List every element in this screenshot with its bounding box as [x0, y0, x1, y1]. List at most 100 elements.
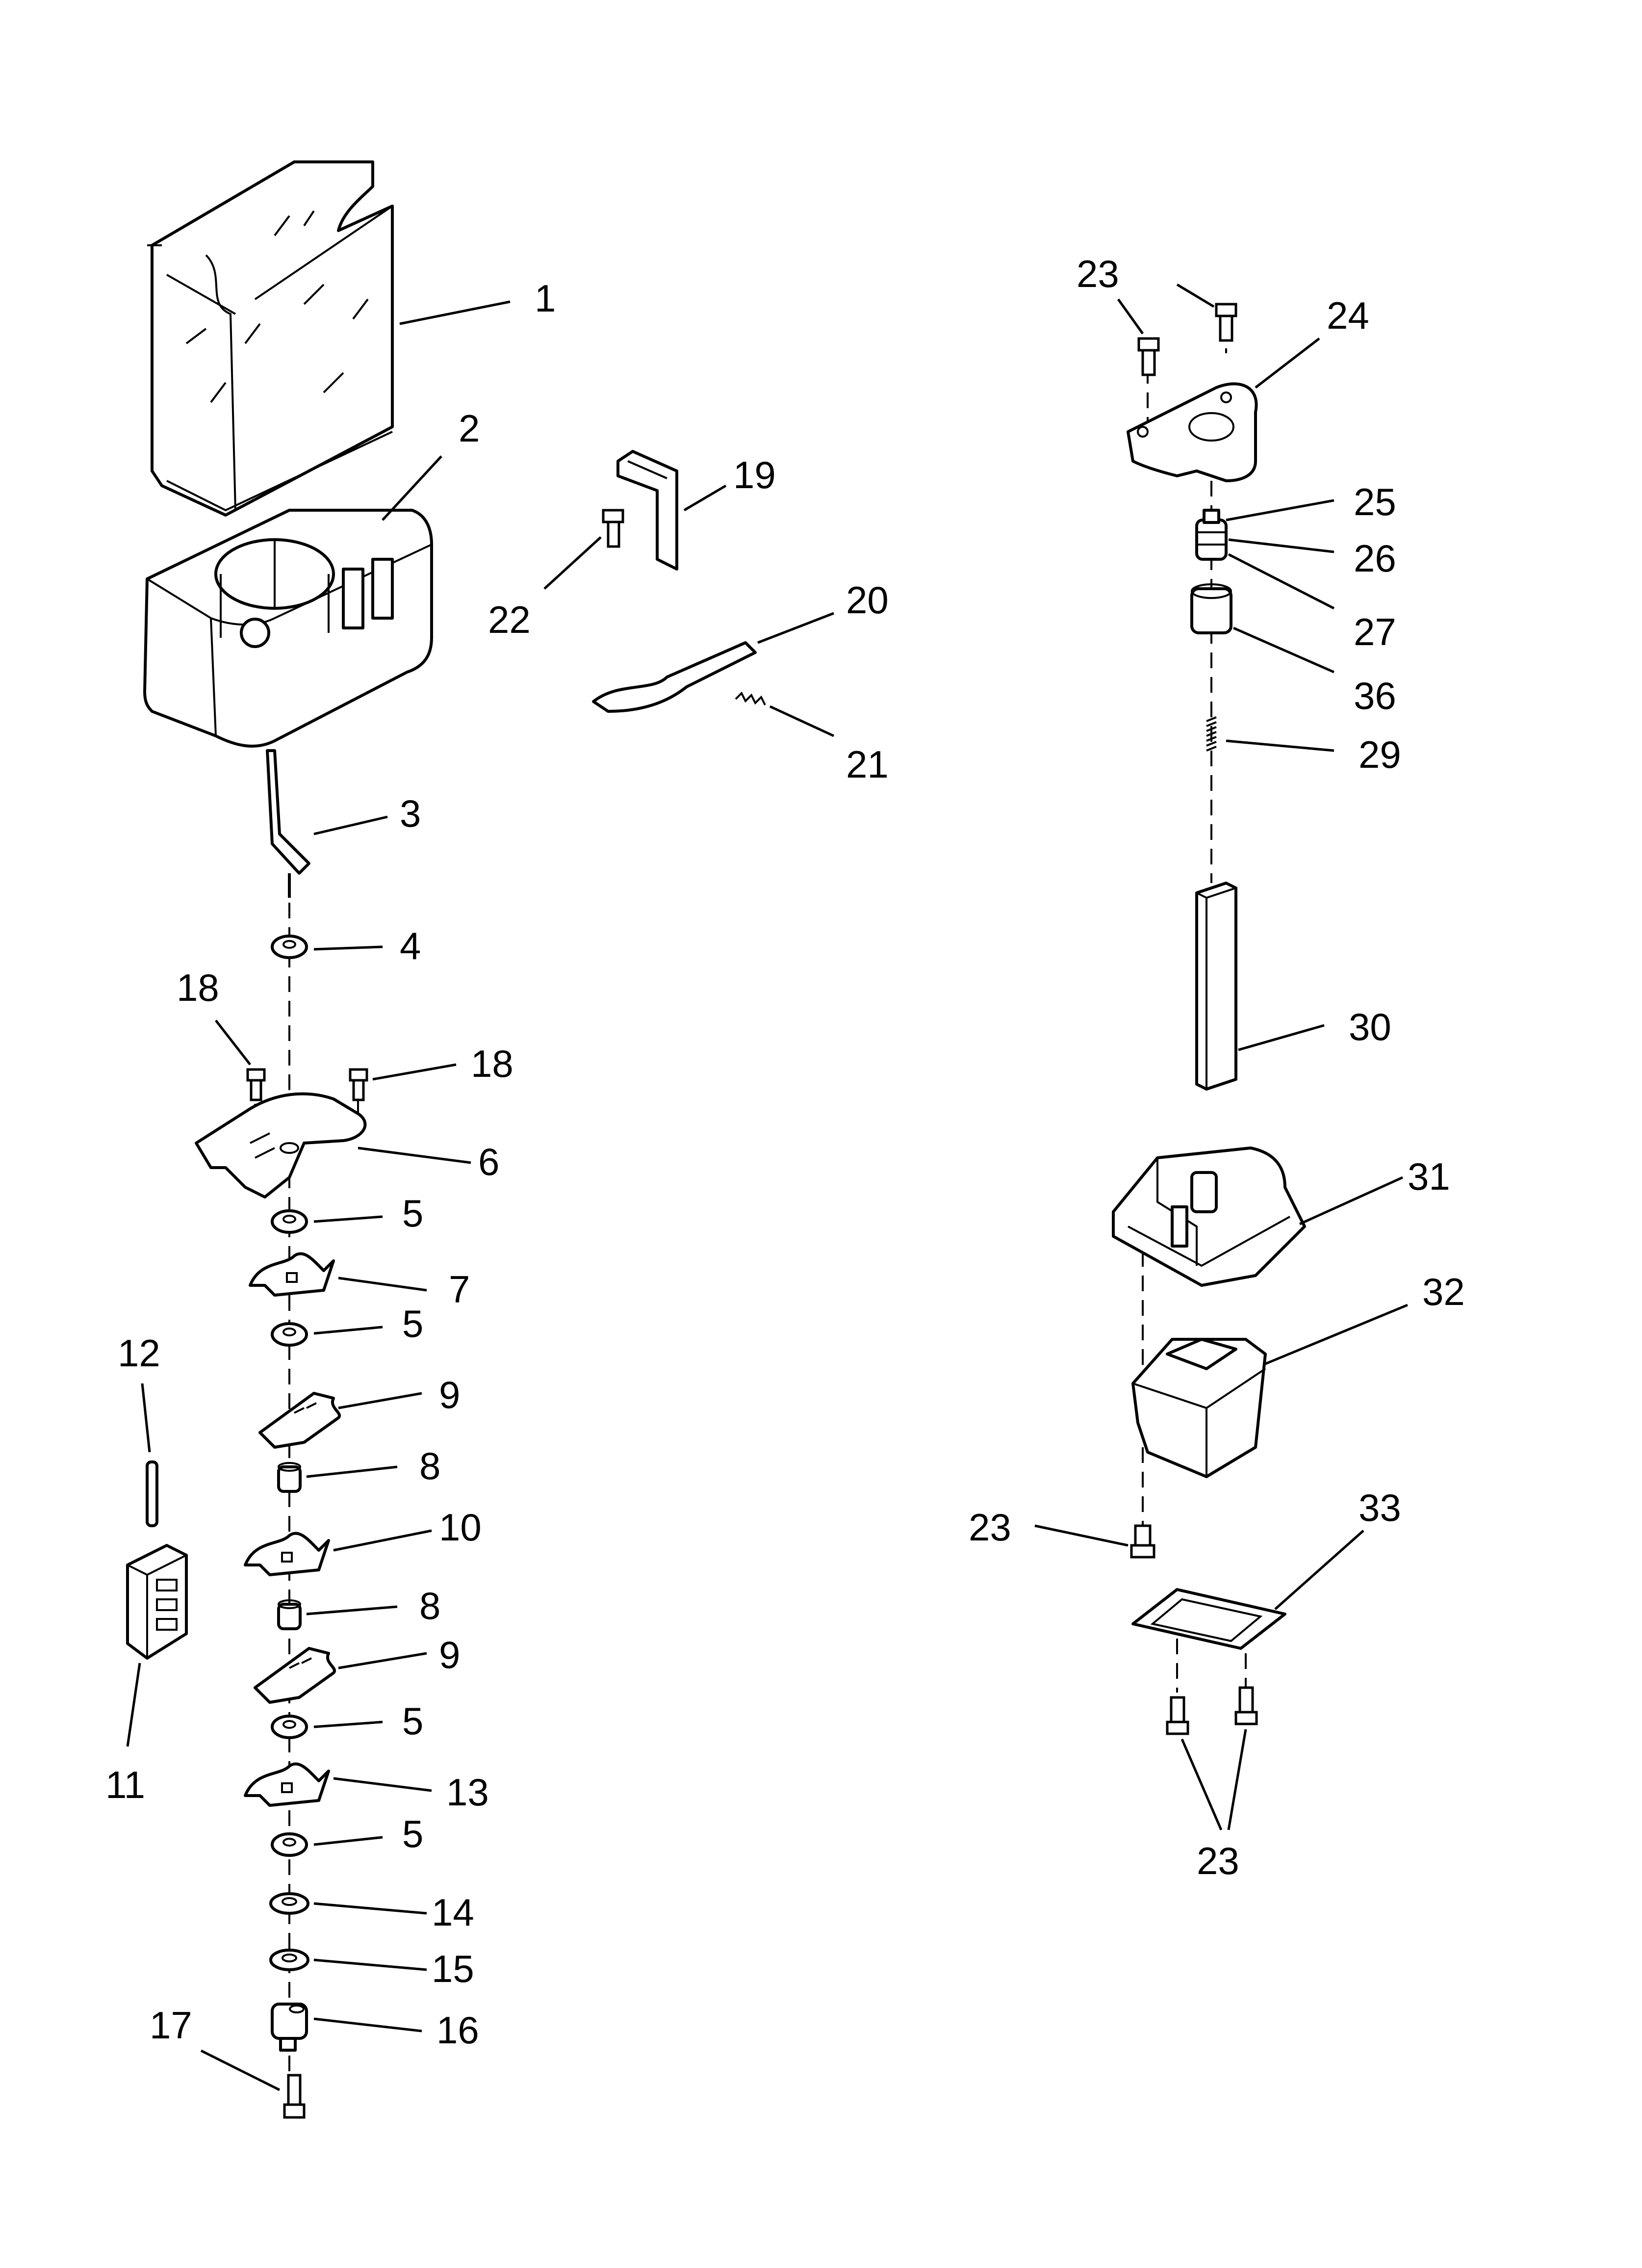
leader-2	[382, 455, 442, 521]
callout-6: 6	[478, 1140, 499, 1183]
callout-21: 21	[846, 743, 889, 786]
part-13-ejector-cam	[244, 1762, 330, 1807]
leader-5c	[313, 1721, 383, 1728]
callout-23b: 23	[969, 1506, 1011, 1549]
callout-27: 27	[1354, 610, 1396, 653]
callout-8a: 8	[419, 1444, 440, 1487]
leader-8a	[306, 1465, 398, 1478]
callout-8b: 8	[419, 1584, 440, 1627]
part-36-cup	[1190, 583, 1232, 634]
leader-9b	[338, 1652, 427, 1669]
callout-31: 31	[1408, 1155, 1450, 1198]
callout-32: 32	[1422, 1270, 1465, 1313]
leader-30	[1238, 1024, 1325, 1051]
leader-18a	[215, 1019, 251, 1066]
callout-1: 1	[535, 277, 556, 320]
part-12-pin	[146, 1460, 158, 1527]
leader-36	[1232, 626, 1335, 674]
part-25-27-valve-assembly	[1195, 509, 1228, 561]
callout-18a: 18	[177, 966, 219, 1009]
part-17-screw	[283, 2074, 306, 2119]
part-11-block	[126, 1544, 188, 1660]
leader-4	[313, 945, 383, 951]
callout-26: 26	[1354, 537, 1396, 580]
part-21-spring	[735, 691, 766, 705]
part-18-screw-right	[349, 1068, 368, 1101]
leader-11	[126, 1663, 141, 1747]
leader-24	[1255, 338, 1320, 389]
callout-18b: 18	[471, 1042, 513, 1085]
part-23-screw-bottom-left	[1166, 1696, 1189, 1735]
part-31-motor-housing	[1112, 1147, 1306, 1287]
callout-2: 2	[459, 407, 480, 450]
part-24-mounting-bracket	[1127, 382, 1258, 482]
part-15-washer	[269, 1949, 309, 1971]
callout-17: 17	[150, 2004, 192, 2047]
callout-25: 25	[1354, 480, 1396, 523]
part-19-bracket	[616, 450, 678, 571]
callout-22: 22	[488, 598, 531, 641]
callout-5a: 5	[402, 1192, 423, 1235]
callout-20: 20	[846, 578, 889, 622]
part-7-ejector-cam	[249, 1252, 335, 1297]
callout-5d: 5	[402, 1812, 423, 1855]
leader-23b	[1176, 283, 1215, 308]
callout-15: 15	[432, 1947, 474, 1990]
leader-23c	[1034, 1524, 1129, 1547]
leader-5d	[313, 1836, 383, 1846]
part-16-cap	[271, 2003, 308, 2052]
leader-5a	[313, 1215, 383, 1223]
callout-13: 13	[446, 1771, 489, 1814]
part-8-bushing-b	[277, 1599, 302, 1630]
leader-15	[313, 1958, 427, 1971]
callout-9b: 9	[439, 1633, 460, 1676]
leader-26	[1228, 538, 1334, 553]
part-33-gasket	[1131, 1588, 1286, 1650]
part-20-lever	[592, 641, 757, 713]
leader-20	[757, 612, 834, 644]
part-32-motor	[1131, 1338, 1267, 1478]
leader-13	[333, 1777, 432, 1792]
part-9-stripper-a	[258, 1392, 341, 1449]
leader-22	[543, 536, 602, 590]
leader-1	[399, 300, 511, 325]
part-4-washer	[271, 935, 308, 959]
part-6-mounting-plate	[195, 1092, 367, 1199]
leader-3	[313, 815, 388, 835]
part-18-screw-left	[246, 1068, 266, 1101]
callout-11: 11	[105, 1763, 145, 1806]
callout-10: 10	[439, 1506, 482, 1549]
callout-9a: 9	[439, 1373, 460, 1416]
leader-16	[313, 2017, 422, 2033]
part-29-spring	[1206, 716, 1217, 752]
leader-19	[683, 484, 727, 512]
part-3-drive-rod	[266, 749, 310, 898]
part-5-spacer-b	[271, 1322, 308, 1347]
leader-5b	[313, 1326, 383, 1335]
leader-18b	[372, 1063, 457, 1081]
part-23-screw-middle	[1130, 1524, 1155, 1559]
leader-32	[1265, 1303, 1408, 1365]
part-2-housing	[143, 509, 433, 748]
callout-5b: 5	[402, 1302, 423, 1345]
leader-25	[1226, 499, 1334, 521]
callout-5c: 5	[402, 1699, 423, 1743]
part-8-bushing-a	[277, 1462, 302, 1493]
callout-4: 4	[400, 924, 421, 967]
part-23-screw-top-left	[1137, 337, 1160, 376]
part-23-screw-bottom-right	[1234, 1686, 1258, 1725]
leader-31	[1299, 1176, 1404, 1225]
part-5-spacer-a	[271, 1209, 308, 1234]
leader-27	[1228, 553, 1335, 610]
leader-21	[769, 705, 835, 737]
leader-29	[1226, 739, 1334, 752]
leader-6	[358, 1147, 471, 1164]
leader-14	[313, 1902, 427, 1915]
callout-12: 12	[118, 1331, 160, 1375]
part-23-screw-top-right	[1215, 303, 1237, 342]
leader-23d	[1180, 1739, 1223, 1830]
leader-9a	[338, 1392, 422, 1409]
callout-23a: 23	[1077, 252, 1119, 295]
part-30-drive-shaft	[1195, 882, 1237, 1091]
callout-29: 29	[1359, 733, 1401, 776]
